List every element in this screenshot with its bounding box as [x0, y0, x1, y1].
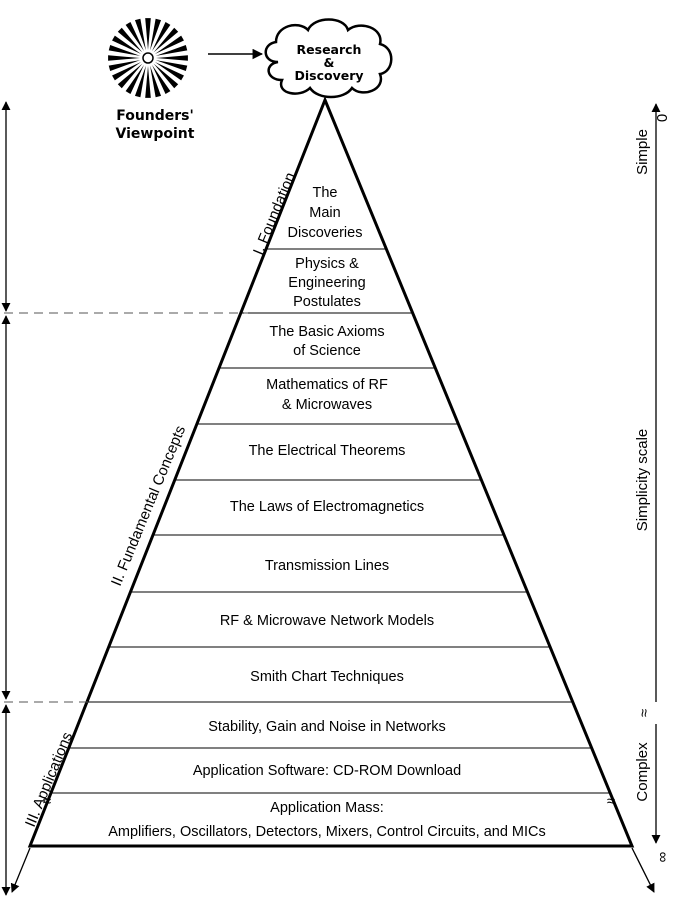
tier-label-line: Discoveries [288, 225, 363, 241]
scale-break-mark: ≈ [636, 709, 653, 717]
tier-label-line: Postulates [293, 294, 361, 310]
bottom-left-arrow [10, 847, 31, 893]
cloud-label-line3: Discovery [294, 68, 363, 83]
tier-label-line: Stability, Gain and Noise in Networks [208, 719, 445, 735]
founders-label-line2: Viewpoint [116, 126, 195, 142]
cloud-label-line1: Research [297, 42, 362, 57]
right-edge-break-mark: ≈ [607, 793, 615, 810]
cloud-label-line2: & [324, 55, 335, 70]
scale-simple-label: Simple [634, 129, 651, 175]
tier-label-line: Amplifiers, Oscillators, Detectors, Mixe… [108, 824, 546, 840]
tier-label-line: The Electrical Theorems [249, 443, 406, 459]
tier-label-line: The Basic Axioms [269, 324, 384, 340]
scale-zero-label: 0 [654, 114, 671, 122]
tier-label-line: Main [309, 205, 340, 221]
founders-label-line1: Founders' [116, 108, 194, 124]
tier-dividers [50, 248, 611, 794]
tier-label-line: RF & Microwave Network Models [220, 613, 434, 629]
tier-label-line: Application Software: CD-ROM Download [193, 763, 461, 779]
tier-label-line: of Science [293, 343, 361, 359]
tier-label-line: Physics & [295, 256, 359, 272]
tier-label-line: & Microwaves [282, 397, 372, 413]
sunburst-icon [108, 18, 188, 98]
tier-label-line: Engineering [288, 275, 365, 291]
scale-title-label: Simplicity scale [634, 429, 651, 532]
cloud-shape [264, 18, 393, 99]
scale-complex-label: Complex [634, 742, 651, 802]
left-edge-break-mark: ≈ [43, 793, 51, 810]
tier-label-line: Smith Chart Techniques [250, 669, 404, 685]
tier-label-line: The Laws of Electromagnetics [230, 499, 424, 515]
tier-label-line: Transmission Lines [265, 558, 389, 574]
tier-label-line: The [313, 185, 338, 201]
pyramid-outline [27, 95, 635, 848]
tier-label-line: Application Mass: [270, 800, 384, 816]
scale-infinity-label: ∞ [654, 851, 671, 862]
tier-label-line: Mathematics of RF [266, 377, 388, 393]
bottom-right-arrow [631, 847, 655, 893]
